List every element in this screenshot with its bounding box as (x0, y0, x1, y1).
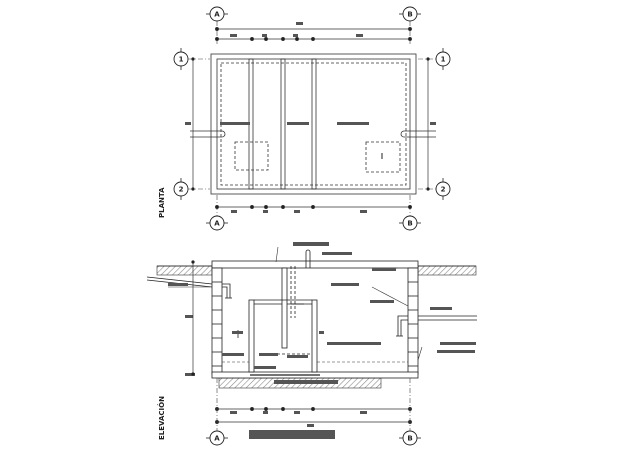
sec-label-bottom-2 (274, 380, 338, 384)
section-ground-left (156, 265, 213, 276)
dim-label-seg-1 (230, 34, 237, 37)
section-title-bar (249, 430, 335, 439)
plan-outlet-pipe (400, 130, 436, 138)
grid-axis-a-top: A (206, 6, 228, 44)
grid-axis-a-elev-bottom: A (206, 378, 228, 446)
plan-dimensions-bottom (215, 205, 412, 209)
elevation-view-title: ELEVACIÓN (157, 396, 166, 440)
grid-axis-a-plan-bottom: A (206, 195, 228, 231)
grid-axis-b-plan-bottom: B (399, 195, 421, 231)
dim-label-overall-width (296, 22, 303, 25)
sec-label-water (327, 342, 381, 345)
plan-label-chamber-3 (337, 122, 369, 125)
sec-dim-label-3 (294, 411, 300, 414)
baffle-2 (281, 267, 288, 349)
dim-label-overall-depth-right (430, 122, 436, 125)
manhole-2 (365, 141, 401, 173)
dim-label-bottom-2 (263, 210, 268, 213)
grid-axis-2-right: 2 (418, 178, 451, 200)
sec-label-mid-right (331, 283, 359, 286)
sec-dim-label-1 (230, 411, 237, 414)
grid-axis-b-elev-bottom: B (399, 378, 421, 446)
sec-label-depth-left (185, 315, 193, 318)
manhole-1 (234, 141, 269, 171)
sec-label-chamber-a (222, 353, 244, 356)
grid-label-2-right: 2 (441, 186, 446, 194)
sec-label-right-1 (440, 342, 476, 345)
sec-label-chamber-1 (232, 331, 243, 334)
grid-label-b-top: B (407, 11, 412, 19)
grid-axis-b-top: B (399, 6, 421, 44)
grid-label-1-right: 1 (441, 56, 446, 64)
dim-label-seg-3 (293, 34, 298, 37)
baffle-1 (248, 299, 255, 373)
dim-label-bottom-1 (231, 210, 237, 213)
section-labels (168, 242, 476, 384)
plan-view-title: PLANTA (158, 187, 166, 218)
grid-label-b-plan-bottom: B (407, 220, 412, 228)
partition-wall-2 (280, 58, 286, 190)
section-baffle-walls (248, 267, 318, 373)
grid-label-a-elev: A (214, 435, 220, 443)
section-dimensions-bottom (215, 407, 412, 424)
dim-label-overall-depth-left (185, 122, 191, 125)
sec-label-outlet (430, 307, 452, 310)
plan-dimension-labels-top (230, 22, 363, 37)
plan-dimensions-top (215, 27, 412, 41)
baffle-3 (311, 299, 318, 373)
sec-label-chamber-b (259, 353, 278, 356)
sec-label-base (185, 373, 195, 376)
sec-label-inlet (168, 283, 188, 286)
plan-label-chamber-2 (287, 122, 309, 125)
sec-label-cover (322, 252, 352, 255)
dim-label-seg-4 (356, 34, 363, 37)
section-t-fittings (237, 303, 304, 338)
dim-label-bottom-3 (294, 210, 300, 213)
plan-label-chamber-1 (220, 122, 250, 125)
section-vent-pipe (290, 249, 311, 318)
section-outlet-pipe (396, 315, 477, 337)
section-ground-right (417, 265, 477, 276)
section-dimension-left (191, 260, 195, 376)
sec-label-baffle (319, 331, 324, 334)
plan-inlet-pipe (190, 130, 226, 138)
section-base-slab (211, 371, 419, 379)
sec-dim-label-4 (360, 411, 367, 414)
plan-labels (220, 122, 369, 125)
sec-label-vent (293, 242, 329, 246)
dim-label-seg-2 (262, 34, 267, 37)
grid-label-b-elev: B (407, 435, 412, 443)
sec-dim-label-2 (263, 411, 268, 414)
section-dimension-labels-bottom (230, 411, 367, 427)
sec-label-bottom-1 (254, 366, 276, 369)
sec-dim-label-overall (307, 424, 314, 427)
grid-label-a-top: A (214, 11, 220, 19)
sec-label-right-2 (437, 350, 475, 353)
grid-axis-1-left: 1 (173, 48, 210, 70)
grid-label-1-left: 1 (179, 56, 184, 64)
grid-label-2-left: 2 (179, 186, 184, 194)
dim-label-bottom-4 (360, 210, 367, 213)
plan-outer-wall (210, 53, 417, 195)
grid-axis-1-right: 1 (418, 48, 451, 70)
plan-dimension-left (185, 57, 195, 191)
sec-label-chamber-c (287, 355, 308, 358)
partition-wall-3 (311, 58, 317, 190)
grid-label-a-plan-bottom: A (214, 220, 220, 228)
plan-dimension-labels-bottom (231, 210, 367, 213)
plan-dimension-right (426, 57, 436, 191)
sec-label-top-right (372, 268, 396, 271)
section-wall-left (211, 267, 223, 375)
sec-label-level (370, 300, 394, 303)
section-wall-right (407, 267, 419, 375)
section-slab-top (211, 260, 419, 269)
